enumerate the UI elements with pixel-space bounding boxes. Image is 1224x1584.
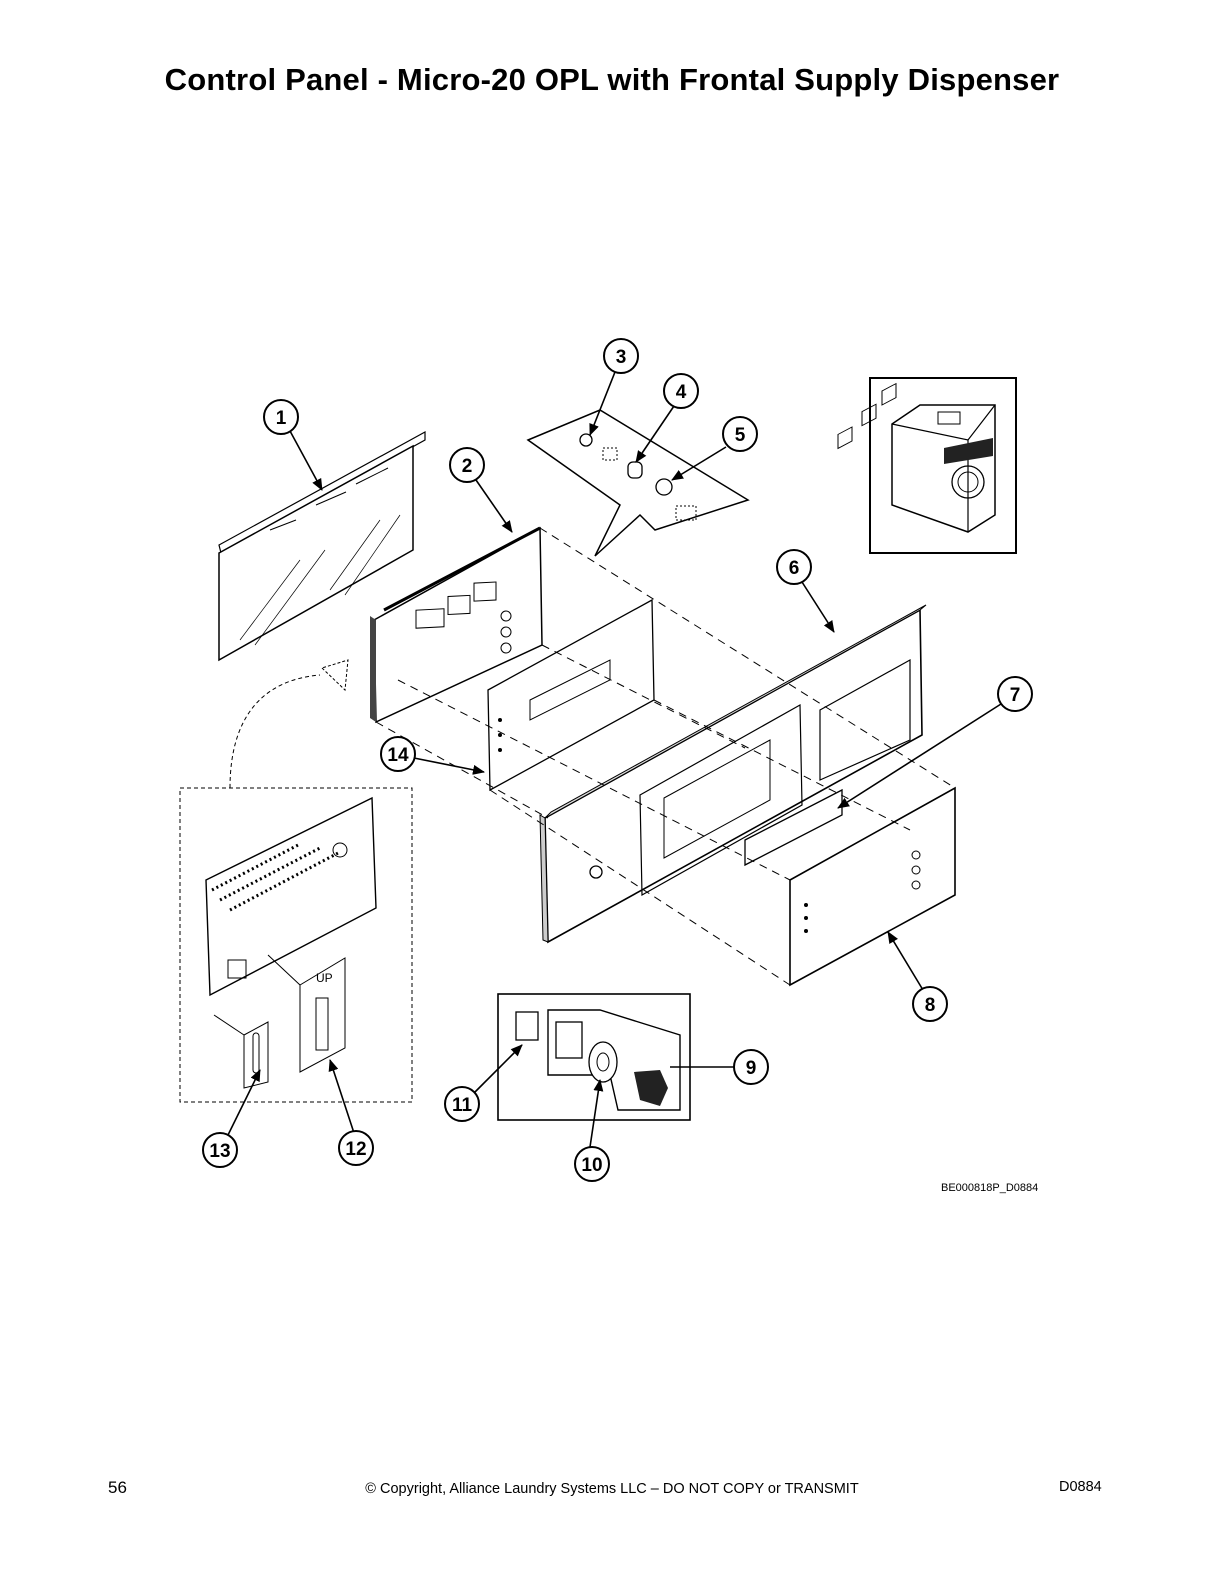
page-title: Control Panel - Micro-20 OPL with Fronta… — [164, 62, 1060, 97]
alignment-lines — [375, 527, 956, 986]
callout-6: 6 — [776, 549, 812, 585]
callout-11: 11 — [444, 1086, 480, 1122]
page-number: 56 — [108, 1478, 127, 1497]
switch-detail-insert — [526, 409, 750, 557]
svg-text:3: 3 — [616, 347, 627, 368]
callout-7: 7 — [997, 676, 1033, 712]
callout-8: 8 — [912, 986, 948, 1022]
callout-5: 5 — [722, 416, 758, 452]
callout-9: 9 — [733, 1049, 769, 1085]
callout-12: 12 — [338, 1130, 374, 1166]
svg-text:9: 9 — [746, 1058, 757, 1079]
callout-2: 2 — [449, 447, 485, 483]
svg-text:1: 1 — [276, 408, 287, 429]
svg-text:10: 10 — [581, 1155, 602, 1176]
part-1-clear-cover — [218, 430, 426, 662]
svg-text:5: 5 — [735, 425, 746, 446]
svg-text:11: 11 — [452, 1095, 473, 1116]
part-6-control-panel — [539, 604, 927, 944]
svg-text:8: 8 — [925, 995, 936, 1016]
svg-text:13: 13 — [209, 1141, 230, 1162]
svg-text:4: 4 — [676, 382, 687, 403]
board-detail-box — [179, 659, 413, 1103]
callout-4: 4 — [663, 373, 699, 409]
part-7-bracket — [744, 788, 843, 867]
callout-3: 3 — [603, 338, 639, 374]
svg-text:7: 7 — [1010, 685, 1021, 706]
svg-text:6: 6 — [789, 558, 800, 579]
figure-id: BE000818P_D0884 — [941, 1182, 1039, 1194]
svg-text:12: 12 — [345, 1139, 366, 1160]
part-8-overlay — [789, 382, 956, 987]
copyright-notice: © Copyright, Alliance Laundry Systems LL… — [365, 1481, 859, 1497]
pushbutton-insert — [497, 993, 691, 1121]
svg-text:14: 14 — [387, 745, 409, 766]
svg-text:2: 2 — [462, 456, 473, 477]
callout-13: 13 — [202, 1132, 238, 1168]
machine-inset — [869, 377, 1017, 554]
callout-10: 10 — [574, 1146, 610, 1182]
leader-lines — [227, 371, 1002, 1148]
callout-14: 14 — [380, 736, 416, 772]
chip-orientation-label: UP — [316, 971, 333, 985]
callout-1: 1 — [263, 399, 299, 435]
document-id: D0884 — [1059, 1479, 1102, 1495]
